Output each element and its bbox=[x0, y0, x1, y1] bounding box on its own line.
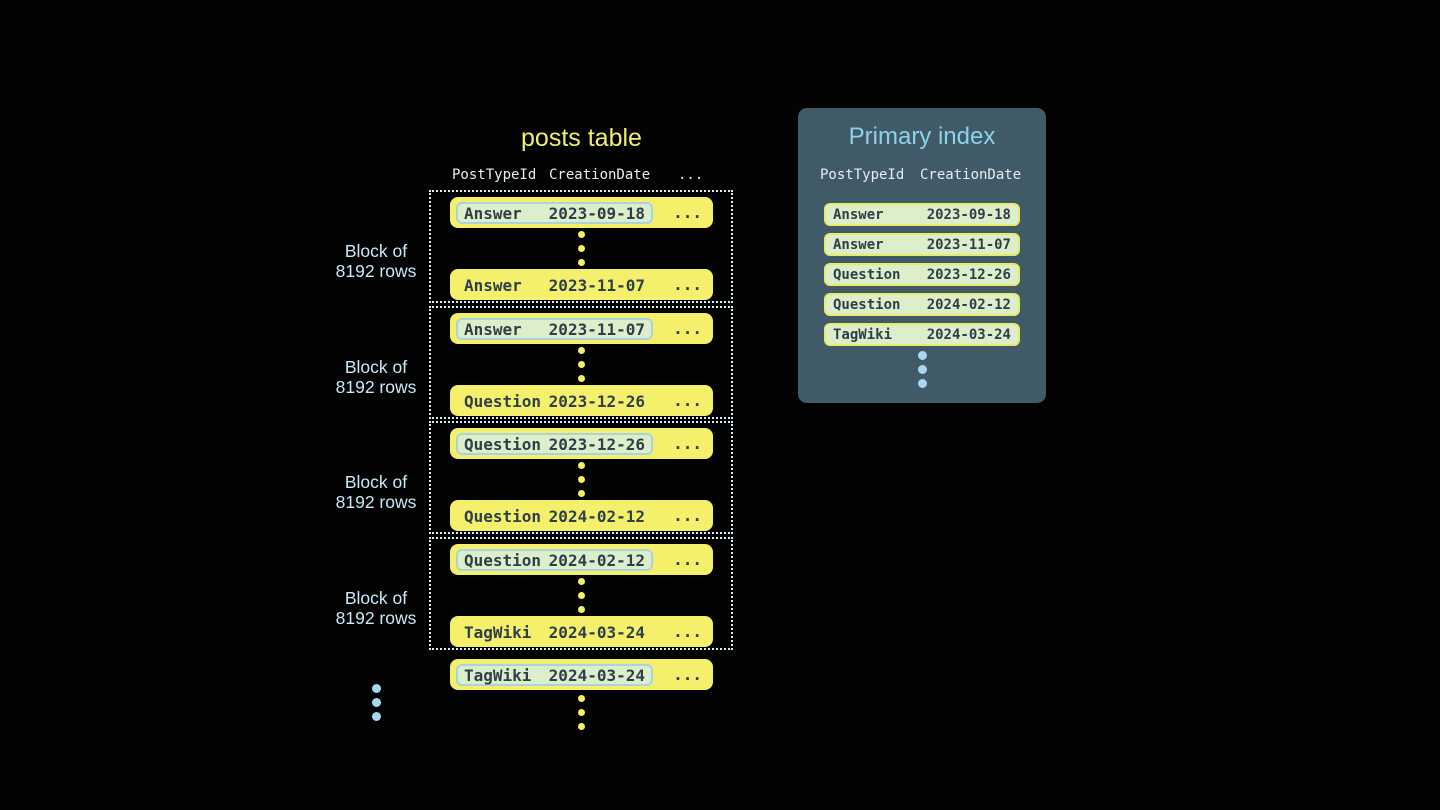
vertical-dots bbox=[431, 231, 731, 273]
row-key-cells: Answer 2023-11-07 bbox=[456, 274, 653, 296]
column-header-ellipsis: ... bbox=[678, 167, 704, 183]
posttypeid-cell: Question bbox=[464, 391, 542, 411]
creationdate-cell: 2024-03-24 bbox=[548, 665, 645, 685]
posts-table-title: posts table bbox=[521, 124, 642, 152]
posttypeid-cell: Answer bbox=[464, 203, 522, 223]
posttypeid-cell: Question bbox=[833, 296, 901, 313]
indexed-key-highlight: Answer 2023-09-18 bbox=[456, 202, 653, 224]
vertical-dots bbox=[798, 351, 1046, 393]
posttypeid-cell: Answer bbox=[464, 275, 522, 295]
posttypeid-cell: Question bbox=[833, 266, 901, 283]
table-row: Answer 2023-11-07 ... bbox=[450, 313, 713, 344]
index-entry: TagWiki 2024-03-24 bbox=[824, 323, 1020, 346]
index-column-header-creationdate: CreationDate bbox=[920, 167, 1022, 183]
creationdate-cell: 2023-12-26 bbox=[926, 266, 1011, 283]
posttypeid-cell: TagWiki bbox=[464, 622, 532, 642]
row-ellipsis: ... bbox=[673, 622, 702, 641]
table-row: Answer 2023-11-07 ... bbox=[450, 269, 713, 300]
index-entry: Question 2023-12-26 bbox=[824, 263, 1020, 286]
block-label: Block of 8192 rows bbox=[335, 588, 417, 628]
posttypeid-cell: Answer bbox=[833, 206, 884, 223]
creationdate-cell: 2024-02-12 bbox=[926, 296, 1011, 313]
posttypeid-cell: Question bbox=[464, 550, 542, 570]
row-block: Answer 2023-09-18 ... Answer 2023-11-07 … bbox=[429, 190, 733, 303]
indexed-key-highlight: TagWiki 2024-03-24 bbox=[456, 664, 653, 686]
row-block: Answer 2023-11-07 ... Question 2023-12-2… bbox=[429, 306, 733, 419]
table-row: Question 2024-02-12 ... bbox=[450, 544, 713, 575]
row-ellipsis: ... bbox=[673, 550, 702, 569]
column-header-posttypeid: PostTypeId bbox=[452, 167, 537, 183]
posttypeid-cell: Answer bbox=[833, 236, 884, 253]
primary-index-panel: Primary index PostTypeId CreationDate An… bbox=[798, 108, 1046, 403]
row-key-cells: Question 2024-02-12 bbox=[456, 505, 653, 527]
table-row: TagWiki 2024-03-24 ... bbox=[450, 616, 713, 647]
vertical-dots bbox=[431, 578, 731, 620]
table-row: Question 2023-12-26 ... bbox=[450, 428, 713, 459]
row-ellipsis: ... bbox=[673, 319, 702, 338]
indexed-key-highlight: Answer 2023-11-07 bbox=[456, 318, 653, 340]
block-label: Block of 8192 rows bbox=[335, 241, 417, 281]
more-blocks-dots bbox=[348, 684, 404, 726]
row-ellipsis: ... bbox=[673, 275, 702, 294]
creationdate-cell: 2023-11-07 bbox=[548, 275, 645, 295]
block-label: Block of 8192 rows bbox=[335, 357, 417, 397]
block-label: Block of 8192 rows bbox=[335, 472, 417, 512]
row-ellipsis: ... bbox=[673, 434, 702, 453]
row-block: Question 2023-12-26 ... Question 2024-02… bbox=[429, 421, 733, 534]
row-ellipsis: ... bbox=[673, 391, 702, 410]
creationdate-cell: 2023-11-07 bbox=[548, 319, 645, 339]
table-row: Answer 2023-09-18 ... bbox=[450, 197, 713, 228]
vertical-dots bbox=[431, 462, 731, 504]
row-block: Question 2024-02-12 ... TagWiki 2024-03-… bbox=[429, 537, 733, 650]
creationdate-cell: 2023-12-26 bbox=[548, 434, 645, 454]
posttypeid-cell: TagWiki bbox=[833, 326, 893, 343]
creationdate-cell: 2024-03-24 bbox=[548, 622, 645, 642]
primary-index-title: Primary index bbox=[848, 123, 996, 150]
creationdate-cell: 2023-11-07 bbox=[926, 236, 1011, 253]
indexed-key-highlight: Question 2023-12-26 bbox=[456, 433, 653, 455]
creationdate-cell: 2024-02-12 bbox=[548, 550, 645, 570]
column-header-creationdate: CreationDate bbox=[549, 167, 651, 183]
creationdate-cell: 2024-02-12 bbox=[548, 506, 645, 526]
posttypeid-cell: TagWiki bbox=[464, 665, 532, 685]
creationdate-cell: 2023-09-18 bbox=[548, 203, 645, 223]
creationdate-cell: 2023-09-18 bbox=[926, 206, 1011, 223]
row-ellipsis: ... bbox=[673, 665, 702, 684]
index-entry: Answer 2023-09-18 bbox=[824, 203, 1020, 226]
creationdate-cell: 2024-03-24 bbox=[926, 326, 1011, 343]
vertical-dots bbox=[429, 695, 733, 737]
vertical-dots bbox=[431, 347, 731, 389]
creationdate-cell: 2023-12-26 bbox=[548, 391, 645, 411]
posttypeid-cell: Question bbox=[464, 506, 542, 526]
posttypeid-cell: Answer bbox=[464, 319, 522, 339]
row-ellipsis: ... bbox=[673, 506, 702, 525]
indexed-key-highlight: Question 2024-02-12 bbox=[456, 549, 653, 571]
index-column-header-posttypeid: PostTypeId bbox=[820, 167, 905, 183]
index-entry: Answer 2023-11-07 bbox=[824, 233, 1020, 256]
row-key-cells: Question 2023-12-26 bbox=[456, 390, 653, 412]
row-ellipsis: ... bbox=[673, 203, 702, 222]
index-entry: Question 2024-02-12 bbox=[824, 293, 1020, 316]
posttypeid-cell: Question bbox=[464, 434, 542, 454]
row-key-cells: TagWiki 2024-03-24 bbox=[456, 621, 653, 643]
table-row: TagWiki 2024-03-24 ... bbox=[450, 659, 713, 690]
table-row: Question 2024-02-12 ... bbox=[450, 500, 713, 531]
table-row: Question 2023-12-26 ... bbox=[450, 385, 713, 416]
